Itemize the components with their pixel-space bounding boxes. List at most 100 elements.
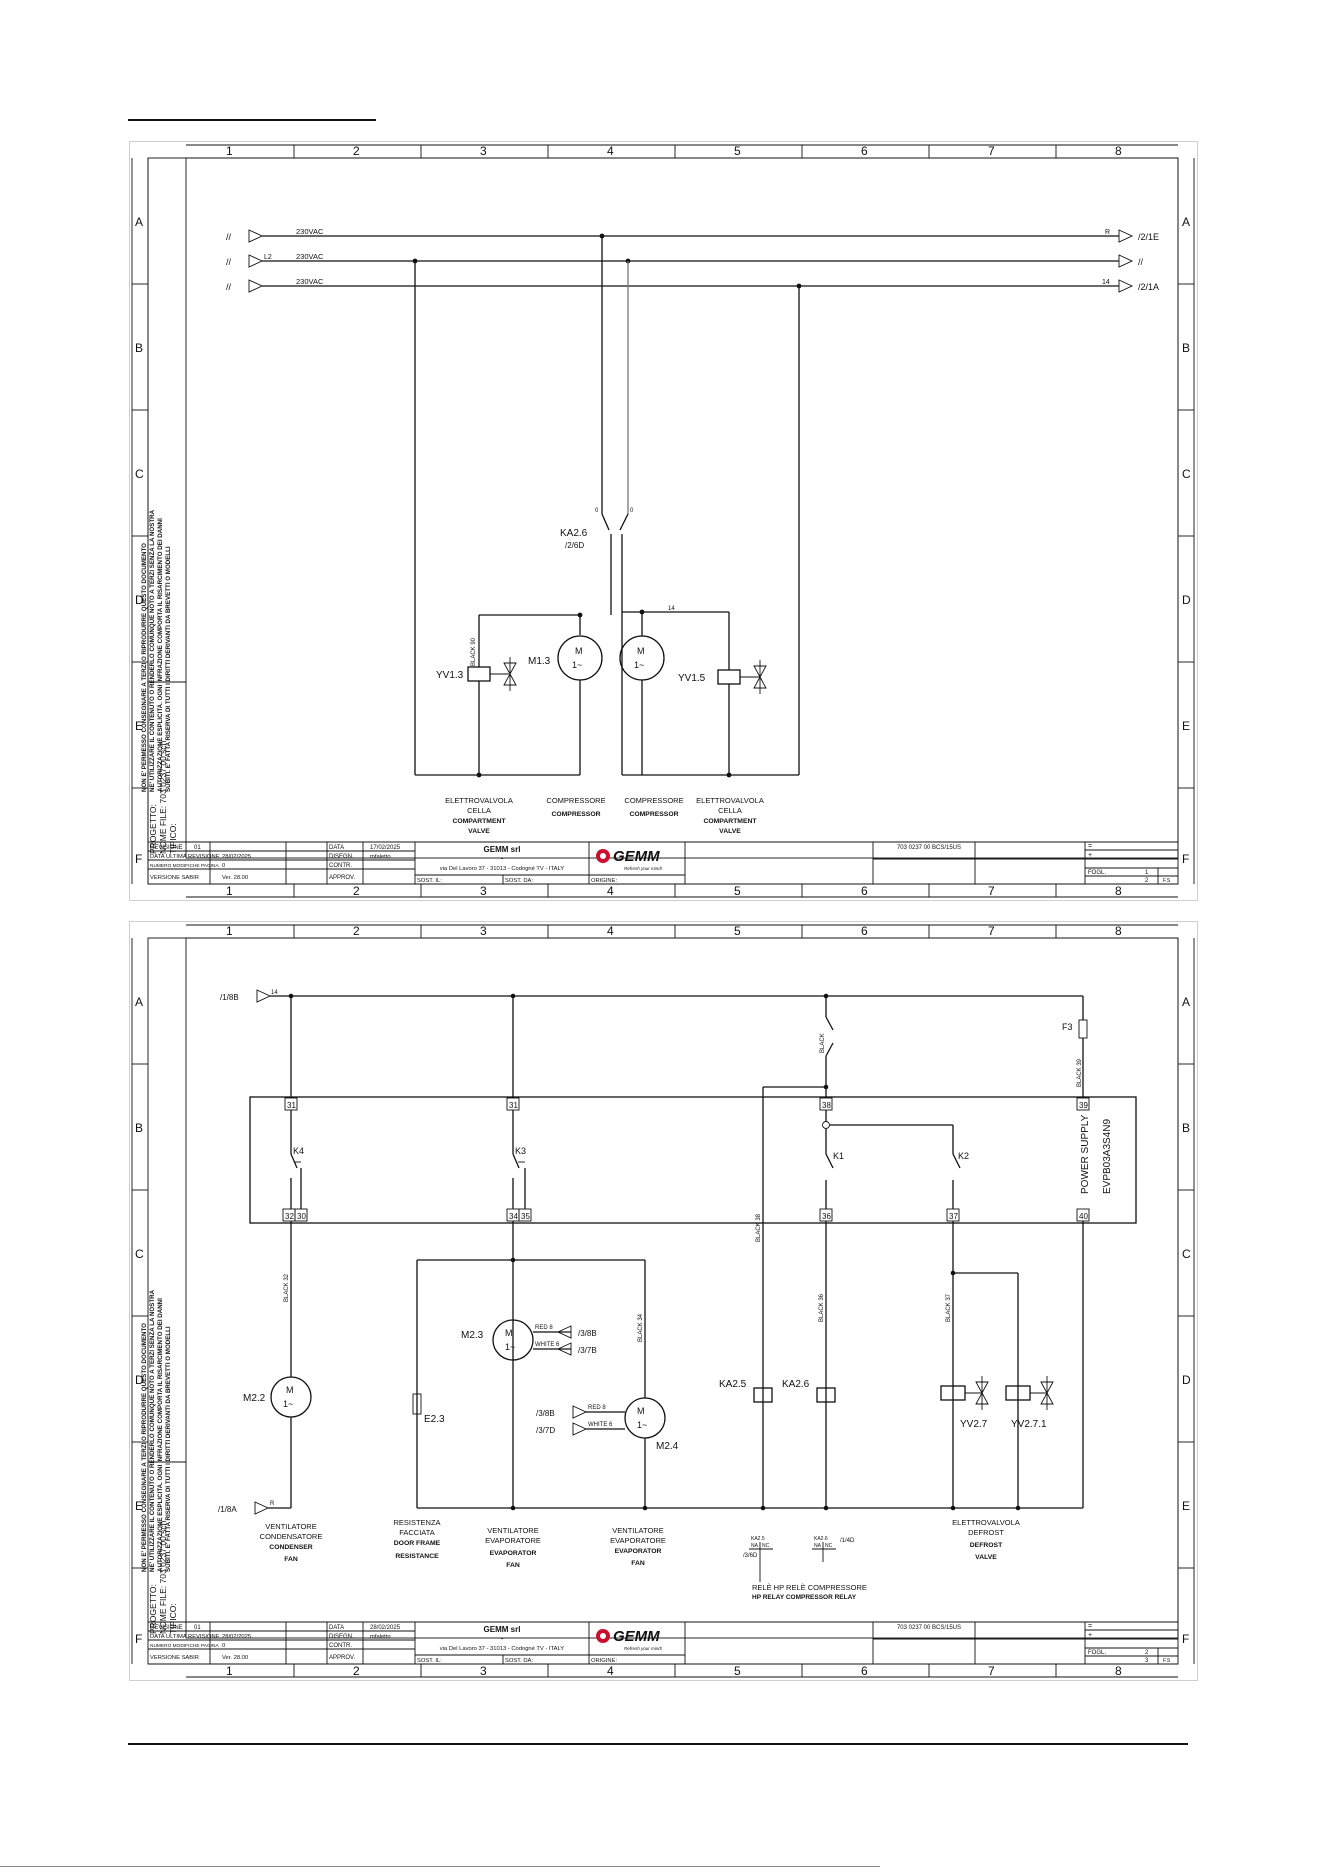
svg-text:28/02/2025: 28/02/2025 <box>222 854 251 860</box>
wire-label: BLACK <box>820 1033 826 1053</box>
col-label: 5 <box>734 884 741 898</box>
svg-text:DOOR FRAME: DOOR FRAME <box>394 1540 441 1547</box>
row-label: F <box>1182 852 1189 866</box>
svg-text:SOST. IL:: SOST. IL: <box>417 1658 442 1664</box>
svg-text:1~: 1~ <box>572 660 582 670</box>
svg-text:M1.3: M1.3 <box>528 656 551 667</box>
svg-text:SOST. IL:: SOST. IL: <box>417 878 442 884</box>
svg-text:L2: L2 <box>264 254 272 261</box>
svg-text:0: 0 <box>222 863 225 869</box>
svg-text:/1/4D: /1/4D <box>840 1538 855 1544</box>
col-label: 4 <box>607 1664 614 1678</box>
svg-text:+: + <box>1088 852 1092 859</box>
svg-text:Refresh your mind!: Refresh your mind! <box>624 1646 663 1651</box>
row-label: D <box>1182 593 1191 607</box>
disclaimer-text: NON E' PERMESSO CONSEGNARE A TERZI O RIP… <box>141 1289 172 1572</box>
svg-text:VENTILATORE: VENTILATORE <box>487 1526 538 1535</box>
svg-text:WHITE 6: WHITE 6 <box>535 1342 560 1348</box>
svg-text:mfaletto: mfaletto <box>370 1634 391 1640</box>
off-page-ref: /1/8B <box>220 993 239 1002</box>
svg-text:POWER SUPPLY: POWER SUPPLY <box>1080 1114 1091 1194</box>
svg-text:SUBITI. E' FATTA RISERVA DI TU: SUBITI. E' FATTA RISERVA DI TUTTI I DIRI… <box>165 546 172 792</box>
col-label: 4 <box>607 884 614 898</box>
svg-text://: // <box>226 232 232 242</box>
svg-text:GEMM: GEMM <box>613 1628 660 1645</box>
svg-text:36: 36 <box>822 1212 831 1221</box>
solenoid-valve-yv271: YV2.7.1 <box>1005 1376 1054 1430</box>
svg-text:40: 40 <box>1079 1212 1088 1221</box>
svg-text:KA2.6: KA2.6 <box>560 528 588 539</box>
svg-text:CONDENSER: CONDENSER <box>269 1544 313 1551</box>
motor-m22: M 1~ M2.2 <box>243 1376 312 1418</box>
svg-text:DATA: DATA <box>329 1625 344 1631</box>
col-label: 5 <box>734 144 741 158</box>
row-label: B <box>135 1121 143 1135</box>
svg-text:39: 39 <box>1079 1101 1088 1110</box>
svg-text:M: M <box>637 1406 645 1416</box>
row-label: D <box>135 1373 144 1387</box>
row-label: E <box>135 1499 143 1513</box>
svg-text:NOME FILE: 703 0237 00.sch: NOME FILE: 703 0237 00.sch <box>158 740 168 854</box>
off-page-connector <box>248 254 264 268</box>
row-label: A <box>135 215 143 229</box>
function-labels: VENTILATORE CONDENSATORE CONDENSER FAN R… <box>260 1518 1020 1569</box>
svg-text:TIPICO:: TIPICO: <box>168 1603 178 1634</box>
svg-text:COMPARTMENT: COMPARTMENT <box>703 818 757 825</box>
sheet-2-drawing: 1 2 3 4 5 6 7 8 1 2 3 4 5 6 7 8 A B C D … <box>131 924 1195 1678</box>
row-label: A <box>1182 995 1190 1009</box>
svg-text:DISEGN.: DISEGN. <box>329 854 354 860</box>
contact-k3: K3 <box>515 1146 526 1156</box>
row-label: F <box>1182 1632 1189 1646</box>
svg-text:F3: F3 <box>1062 1022 1073 1032</box>
svg-text:=: = <box>1088 1623 1092 1630</box>
svg-text:NC: NC <box>762 1543 770 1549</box>
relay-cross-reference: KA2.5 NA NC /3/6D KA2.6 NA NC /1/4D RELÈ… <box>743 1536 867 1601</box>
footer-rule <box>128 1743 1188 1745</box>
svg-text:14: 14 <box>1102 279 1110 286</box>
svg-text:COMPRESSORE: COMPRESSORE <box>624 796 683 805</box>
svg-text:DISEGN.: DISEGN. <box>329 1634 354 1640</box>
svg-text:-: - <box>501 1636 504 1643</box>
col-label: 6 <box>861 924 868 938</box>
svg-text:KA2.6: KA2.6 <box>782 1379 810 1390</box>
col-label: 8 <box>1115 924 1122 938</box>
col-label: 8 <box>1115 144 1122 158</box>
wire-label: BLACK 39 <box>1077 1058 1083 1087</box>
relay-contact-ka26: 0 0 KA2.6 /2/6D <box>560 508 634 612</box>
svg-text:EVAPORATOR: EVAPORATOR <box>615 1548 662 1555</box>
svg-text:NUMERO MODIFICHE PAGINA: NUMERO MODIFICHE PAGINA <box>150 1643 219 1649</box>
svg-text:230VAC: 230VAC <box>296 252 324 261</box>
outer-frame <box>147 937 1179 1665</box>
row-ruler: A B C D E F A B C D E F <box>131 938 1195 1664</box>
svg-text:32: 32 <box>285 1212 294 1221</box>
column-ruler: 1 2 3 4 5 6 7 8 1 2 3 4 5 6 7 8 <box>186 924 1178 1678</box>
row-label: C <box>135 467 144 481</box>
svg-text:HP RELAY COMPRESSOR RELAY: HP RELAY COMPRESSOR RELAY <box>752 1594 857 1601</box>
svg-text:ELETTROVALVOLA: ELETTROVALVOLA <box>952 1518 1020 1527</box>
svg-text:AUTORIZZAZIONE ESPLICITA. OGNI: AUTORIZZAZIONE ESPLICITA. OGNI INFRAZION… <box>157 518 164 792</box>
svg-text:F.S: F.S <box>1163 878 1171 884</box>
svg-text:ORIGINE:: ORIGINE: <box>591 1658 617 1664</box>
motor-m13: M 1~ M1.3 <box>528 635 603 775</box>
svg-text:2: 2 <box>1145 878 1149 884</box>
drawing-area <box>185 157 1179 859</box>
svg-text:REVISIONE: REVISIONE <box>150 845 183 851</box>
svg-text:0: 0 <box>222 1643 225 1649</box>
svg-text:/2/6D: /2/6D <box>565 541 584 550</box>
svg-text:RELÈ HP RELÈ COMPRESSORE: RELÈ HP RELÈ COMPRESSORE <box>752 1583 867 1592</box>
svg-text://: // <box>1138 257 1144 267</box>
svg-text:M2.4: M2.4 <box>656 1441 679 1452</box>
svg-text:0: 0 <box>630 508 634 514</box>
svg-text:35: 35 <box>521 1212 530 1221</box>
project-info: PROGETTO: NOME FILE: 703 0237 00.sch TIP… <box>148 740 178 854</box>
relay-coil-ka25 <box>753 1387 773 1403</box>
svg-text:E2.3: E2.3 <box>424 1414 445 1425</box>
row-label: D <box>135 593 144 607</box>
svg-text:1: 1 <box>1145 870 1149 876</box>
project-info: PROGETTO: NOME FILE: 703 0237 00.sch TIP… <box>148 1520 178 1634</box>
title-block: REVISIONE 01 DATA ULTIMA REVISIONE 28/02… <box>148 841 1178 885</box>
gemm-logo: GEMM Refresh your mind! <box>596 848 663 871</box>
col-label: 7 <box>988 884 995 898</box>
module-label: POWER SUPPLY EVPB03A3S4N9 <box>1080 1114 1113 1194</box>
svg-text:YV2.7.1: YV2.7.1 <box>1011 1419 1047 1430</box>
